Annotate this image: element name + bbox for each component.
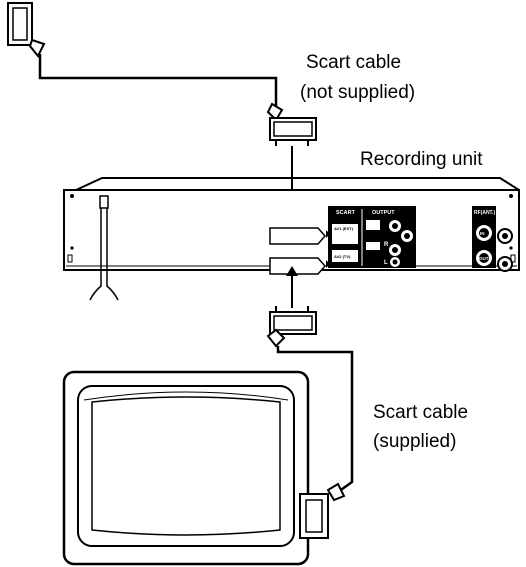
audio-l-label: L (384, 260, 388, 266)
back-panel-scart-output: SCART OUTPUT AV1 (EXT) AV2 (TV) R L (326, 206, 416, 268)
scart-socket-av1 (269, 227, 326, 245)
label-scart-cable-supplied-2: (supplied) (373, 431, 456, 452)
cable-not-supplied (38, 54, 278, 110)
output-header: OUTPUT (372, 210, 395, 216)
top-left-scart-plug (7, 2, 46, 58)
cable-supplied (276, 346, 354, 494)
power-cord (89, 195, 119, 301)
label-scart-cable-supplied-1: Scart cable (373, 402, 468, 423)
av2-label: AV2 (TV) (334, 254, 351, 259)
av1-label: AV1 (EXT) (334, 226, 354, 231)
scart-plug-upper (266, 102, 317, 146)
scart-socket-av2 (269, 257, 326, 275)
back-panel-rf: RF(ANT.) IN OUT (472, 206, 513, 272)
rf-header: RF(ANT.) (474, 210, 495, 216)
arrow-up-to-av2 (286, 266, 298, 308)
scart-plug-lower (266, 306, 317, 348)
rf-out-label: OUT (479, 256, 489, 261)
tv-scart-plug (299, 482, 346, 539)
label-recording-unit: Recording unit (360, 149, 483, 170)
rf-in-label: IN (480, 231, 485, 236)
audio-r-label: R (384, 242, 389, 248)
scart-header: SCART (336, 210, 356, 216)
label-scart-cable-not-supplied-2: (not supplied) (300, 82, 415, 103)
television (62, 370, 310, 566)
label-scart-cable-not-supplied-1: Scart cable (306, 52, 401, 73)
